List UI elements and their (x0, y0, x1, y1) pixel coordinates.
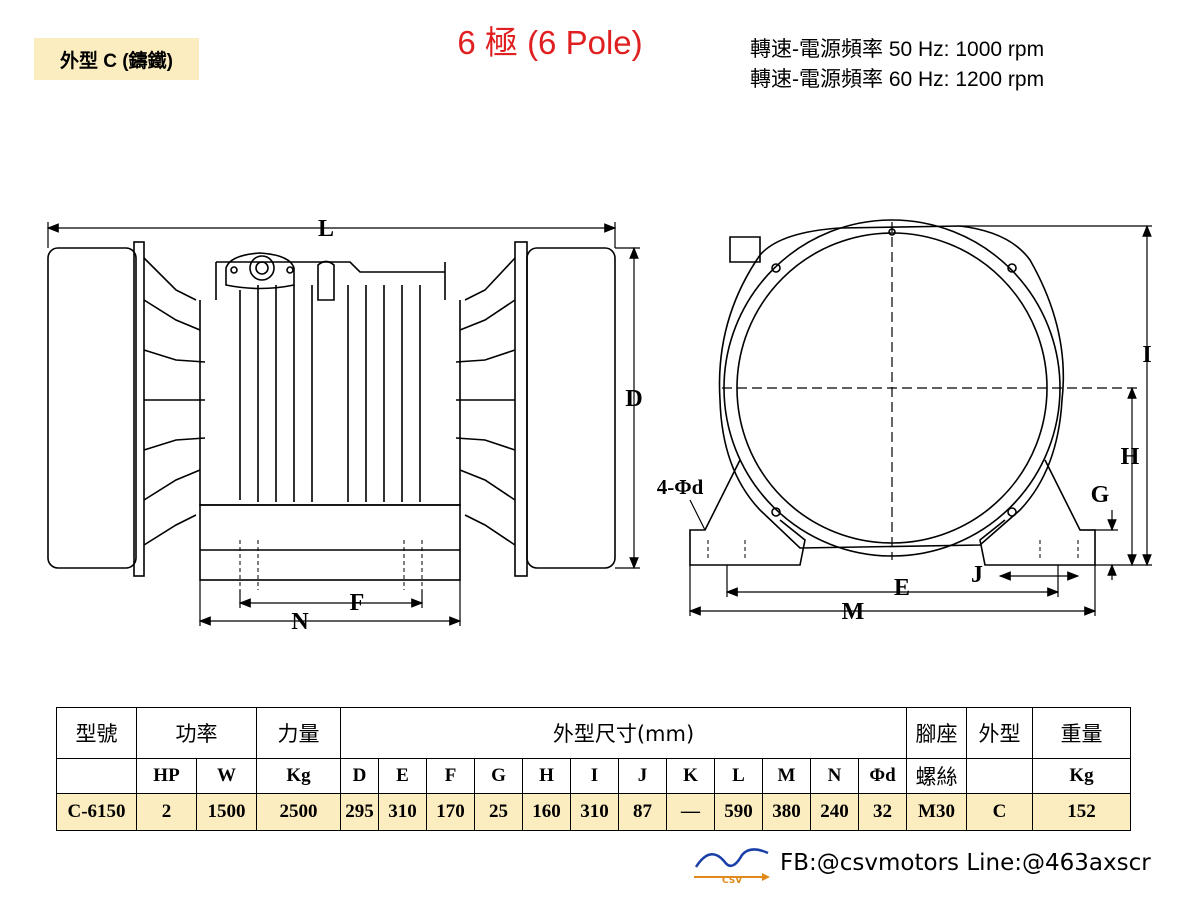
sub-15: Φd (858, 758, 907, 794)
table-header-row: 型號 功率 力量 外型尺寸(mm) 腳座 外型 重量 (56, 707, 1131, 759)
sub-14: N (810, 758, 859, 794)
front-view (689, 219, 1140, 566)
header-model: 型號 (56, 707, 137, 759)
sub-8: H (522, 758, 571, 794)
cell-hp: 2 (136, 793, 197, 831)
sub-12: L (714, 758, 763, 794)
header-shape: 外型 (966, 707, 1033, 759)
sub-1: HP (136, 758, 197, 794)
sub-18: Kg (1032, 758, 1131, 794)
sub-10: J (618, 758, 667, 794)
cell-k: — (666, 793, 715, 831)
cell-l: 590 (714, 793, 763, 831)
dim-label-N: N (291, 609, 309, 635)
table-row: C-6150 2 1500 2500 295 310 170 25 160 31… (56, 793, 1131, 831)
type-badge: 外型 C (鑄鐵) (34, 38, 199, 80)
header-weight: 重量 (1032, 707, 1131, 759)
dim-label-M: M (842, 599, 865, 625)
sub-5: E (378, 758, 427, 794)
dim-label-F: F (350, 590, 365, 616)
sub-0 (56, 758, 137, 794)
dim-label-H: H (1121, 444, 1140, 470)
dim-label-J: J (971, 562, 983, 588)
logo-text: CSV (722, 876, 742, 886)
cell-shape: C (966, 793, 1033, 831)
header-dimensions: 外型尺寸(mm) (340, 707, 907, 759)
dim-label-I: I (1142, 342, 1151, 368)
spec-table: 型號 功率 力量 外型尺寸(mm) 腳座 外型 重量 HP W Kg D E F… (56, 707, 1131, 831)
cell-w: 1500 (196, 793, 257, 831)
table-subheader-row: HP W Kg D E F G H I J K L M N Φd 螺絲 Kg (56, 758, 1131, 794)
dim-label-D: D (625, 386, 642, 412)
dimension-lines (46, 222, 1152, 626)
dim-label-hole: 4-Φd (657, 475, 704, 499)
speed-50hz: 轉速-電源頻率 50 Hz: 1000 rpm (750, 38, 1045, 61)
header-force: 力量 (256, 707, 341, 759)
cell-weight: 152 (1032, 793, 1131, 831)
sub-7: G (474, 758, 523, 794)
cell-d: 295 (340, 793, 379, 831)
cell-h: 160 (522, 793, 571, 831)
sub-4: D (340, 758, 379, 794)
cell-phi-d: 32 (858, 793, 907, 831)
dim-label-E: E (894, 575, 910, 601)
side-view (47, 241, 616, 590)
motor-drawing: L D F N I H G J E M 4-Φd (46, 216, 1152, 635)
cell-e: 310 (378, 793, 427, 831)
cell-model: C-6150 (56, 793, 137, 831)
sub-9: I (570, 758, 619, 794)
sub-3: Kg (256, 758, 341, 794)
cell-j: 87 (618, 793, 667, 831)
header-foot: 腳座 (906, 707, 967, 759)
header-power: 功率 (136, 707, 257, 759)
speed-60hz: 轉速-電源頻率 60 Hz: 1200 rpm (750, 68, 1045, 91)
cell-i: 310 (570, 793, 619, 831)
cell-n: 240 (810, 793, 859, 831)
csv-logo-icon: CSV (694, 848, 770, 886)
sub-11: K (666, 758, 715, 794)
cell-g: 25 (474, 793, 523, 831)
dim-label-L: L (318, 216, 334, 242)
sub-2: W (196, 758, 257, 794)
sub-16: 螺絲 (906, 758, 967, 794)
header-dimensions-text: 外型尺寸(mm) (552, 722, 695, 746)
sub-13: M (762, 758, 811, 794)
page-title: 6 極 (6 Pole) (457, 24, 643, 61)
cell-f: 170 (426, 793, 475, 831)
cell-screw: M30 (906, 793, 967, 831)
cell-m: 380 (762, 793, 811, 831)
dim-label-G: G (1091, 482, 1110, 508)
cell-force: 2500 (256, 793, 341, 831)
sub-17 (966, 758, 1033, 794)
sub-6: F (426, 758, 475, 794)
footer-contact: FB:@csvmotors Line:@463axscr (780, 850, 1151, 876)
